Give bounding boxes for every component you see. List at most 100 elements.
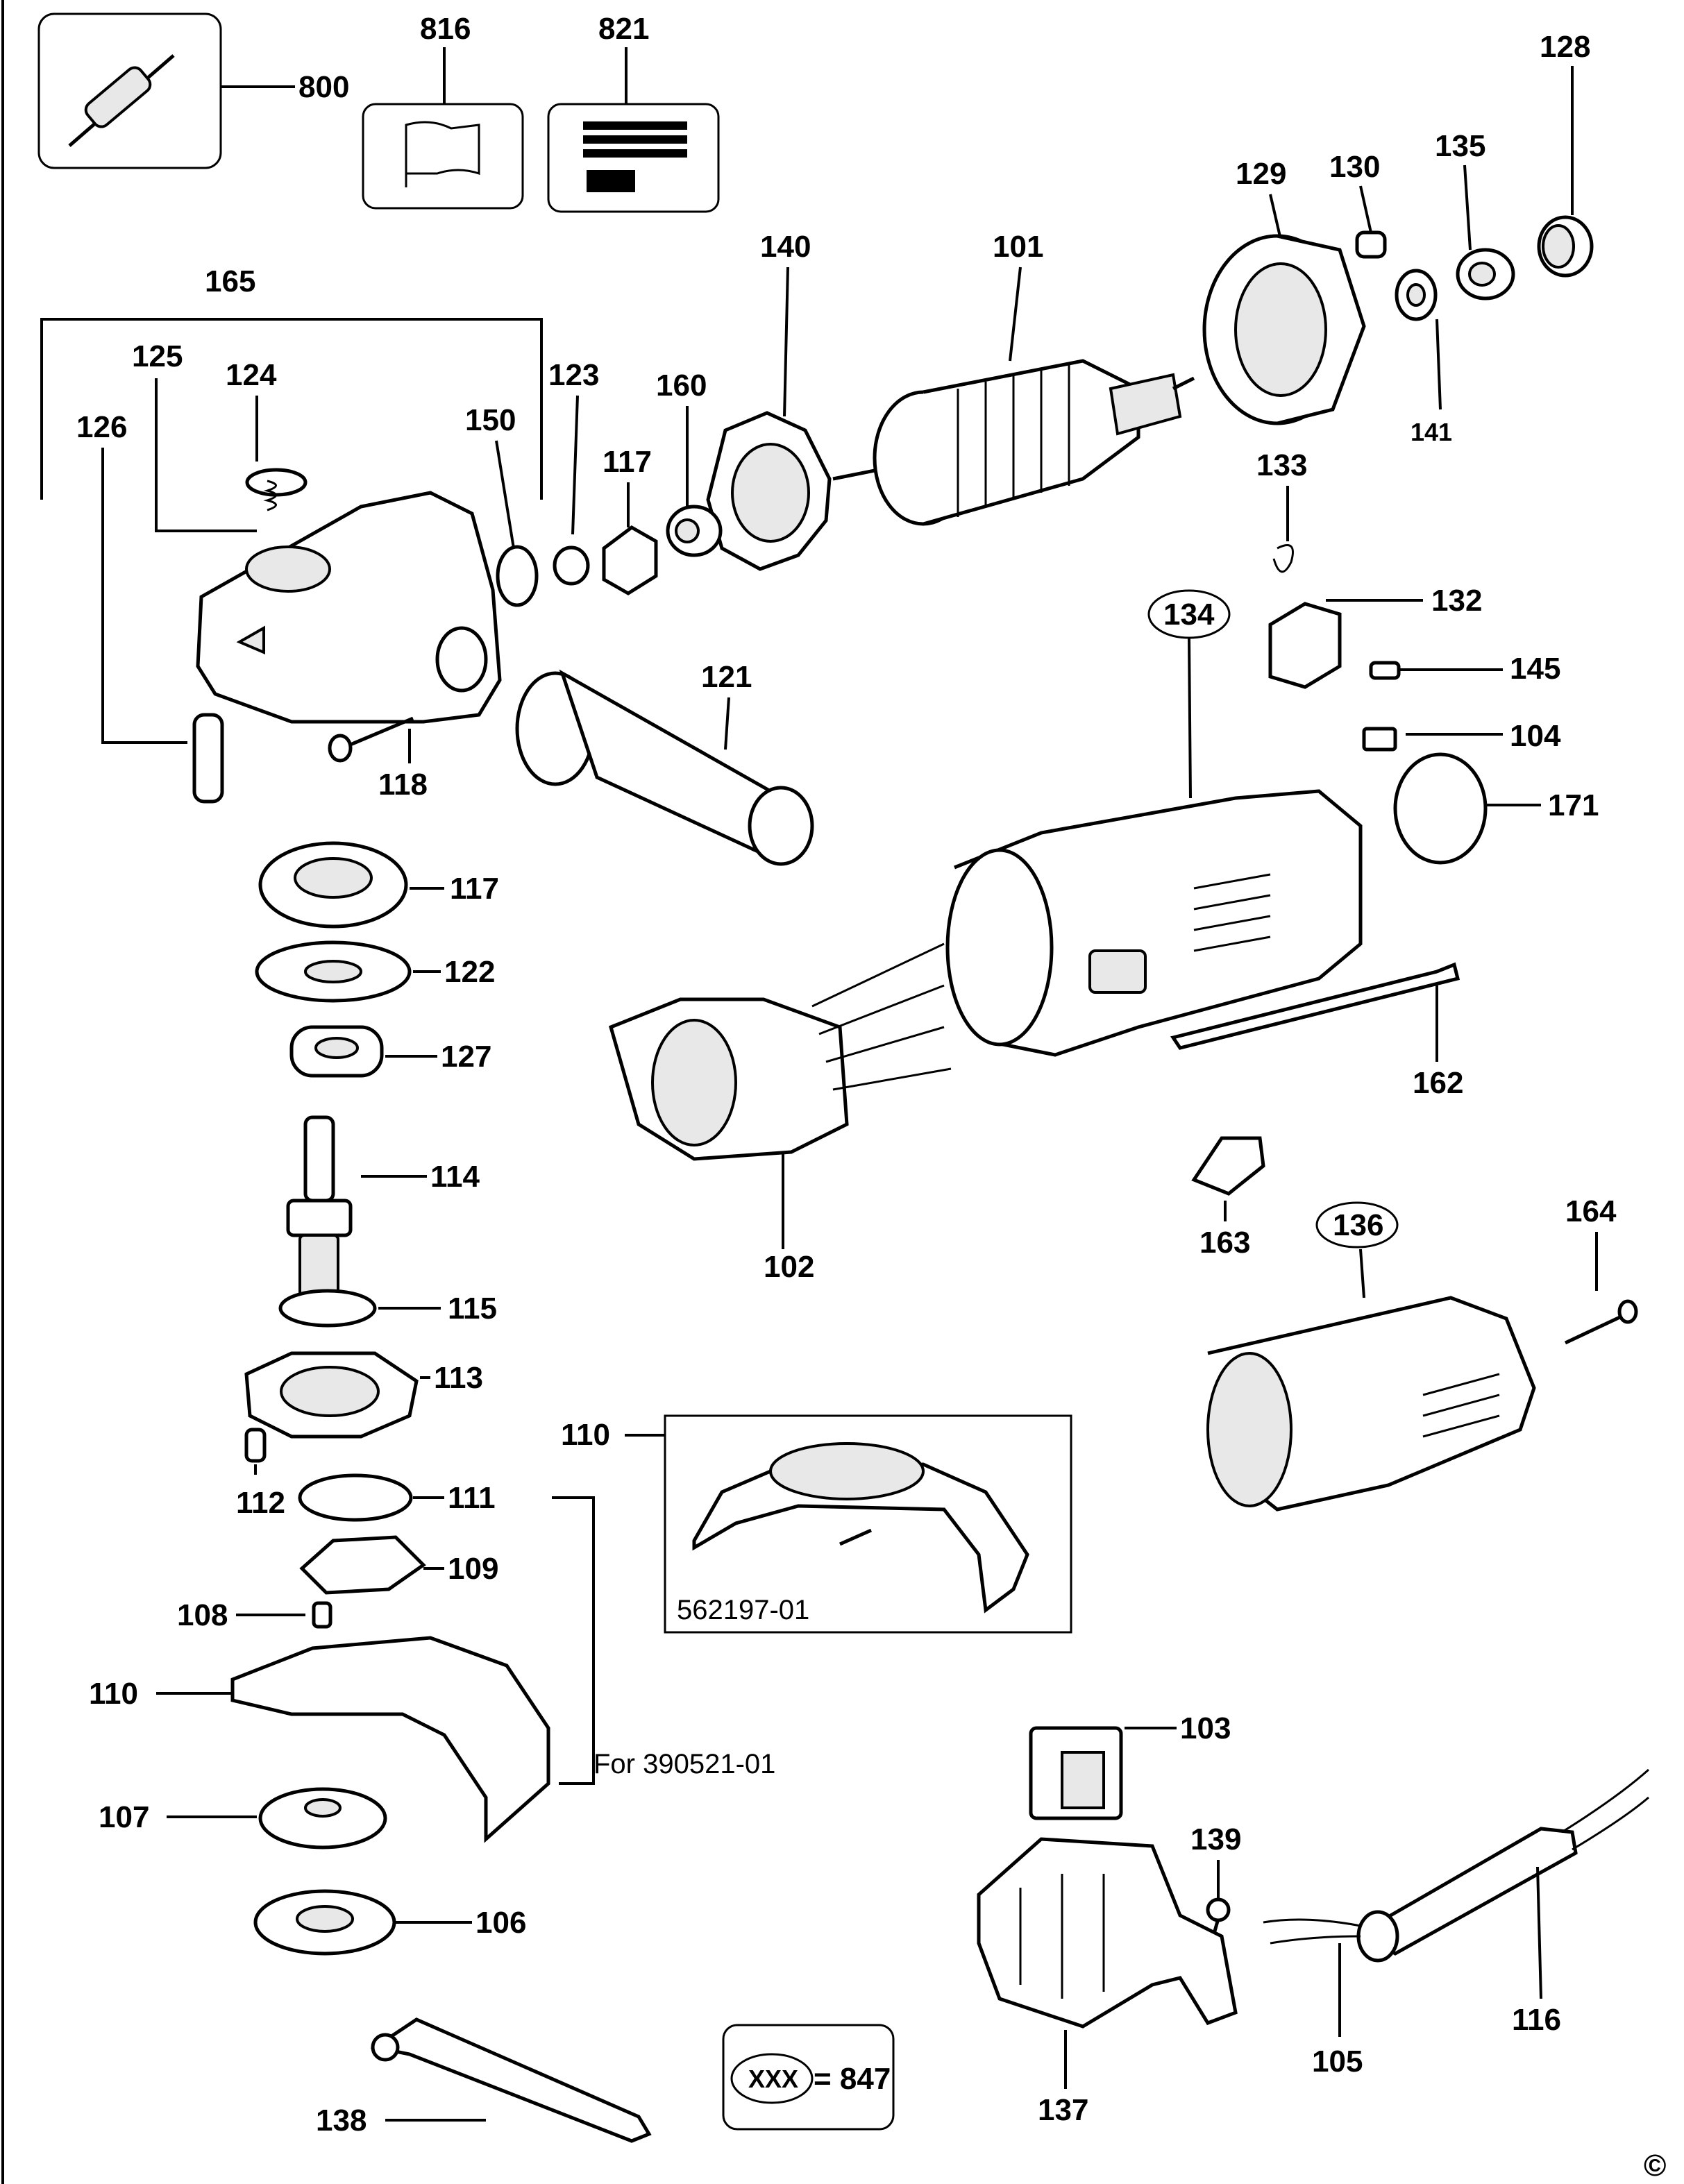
label-116: 116 (1512, 2003, 1561, 2037)
label-122: 122 (444, 955, 495, 989)
part-132-brush-holder (1268, 602, 1342, 689)
label-110a: 110 (561, 1418, 610, 1452)
label-171: 171 (1548, 788, 1599, 822)
part-140-baffle (706, 411, 832, 571)
label-112: 112 (236, 1486, 285, 1520)
note-for-model: For 390521-01 (593, 1749, 775, 1779)
callout-136 (1315, 1201, 1399, 1248)
label-111: 111 (448, 1481, 496, 1515)
label-115: 115 (448, 1292, 497, 1326)
part-127-bearing (289, 1025, 384, 1078)
part-115-spring-washer (278, 1289, 377, 1328)
legend-callout (730, 2053, 814, 2104)
legend-box (722, 2024, 895, 2131)
label-105: 105 (1312, 2045, 1363, 2079)
part-125-spring (263, 480, 277, 511)
label-114: 114 (430, 1160, 480, 1194)
label-117a: 117 (603, 445, 652, 479)
part-124-o-ring (245, 468, 308, 497)
label-130: 130 (1329, 150, 1380, 184)
part-163-switch-button (1191, 1136, 1265, 1196)
part-117-bevel-gear (258, 841, 408, 929)
part-136-rear-cover (1206, 1296, 1536, 1512)
inset-box-110 (664, 1414, 1072, 1634)
note-inset-part: 562197-01 (677, 1595, 809, 1625)
label-128: 128 (1540, 30, 1590, 64)
label-106: 106 (475, 1906, 526, 1940)
part-113-bearing-housing (244, 1351, 419, 1439)
label-139: 139 (1190, 1822, 1241, 1856)
label-135: 135 (1435, 129, 1485, 163)
part-118-screw (328, 716, 414, 763)
part-800-grease-gun (37, 12, 295, 169)
label-129: 129 (1236, 157, 1286, 191)
label-103: 103 (1180, 1711, 1231, 1745)
label-165: 165 (205, 264, 255, 298)
label-134: 134 (1163, 598, 1215, 632)
part-133-spring (1272, 544, 1294, 573)
label-140: 140 (760, 230, 811, 264)
label-150: 150 (465, 403, 516, 437)
part-116-cable (1356, 1768, 1649, 1963)
part-109-clamp (299, 1535, 426, 1595)
label-101: 101 (993, 230, 1043, 264)
part-105-cable-wires (1263, 1918, 1361, 1945)
part-135-bearing (1456, 248, 1515, 300)
bracket-165 (40, 318, 543, 500)
part-171-o-ring (1393, 752, 1488, 865)
part-816-manual (362, 47, 524, 210)
label-821: 821 (598, 12, 649, 46)
part-123-nut (553, 545, 590, 586)
part-150-o-ring (496, 545, 539, 607)
label-136: 136 (1333, 1208, 1383, 1242)
copyright-mark: © (1644, 2149, 1666, 2183)
part-164-screw (1564, 1299, 1638, 1345)
part-110-alt-guard (692, 1442, 1029, 1614)
part-160-bearing (666, 505, 723, 557)
label-138: 138 (316, 2103, 367, 2138)
label-123: 123 (548, 358, 599, 392)
part-122-washer (255, 940, 412, 1003)
label-126: 126 (76, 410, 127, 444)
part-130-bushing (1355, 230, 1387, 259)
label-121: 121 (701, 660, 752, 694)
label-110b: 110 (89, 1677, 138, 1711)
part-107-outer-flange (258, 1787, 387, 1849)
label-125: 125 (132, 339, 183, 373)
label-164: 164 (1565, 1194, 1617, 1228)
part-126-lock-pin (192, 713, 224, 804)
part-104-carbon-brush (1362, 727, 1397, 752)
part-129-end-housing (1202, 234, 1366, 425)
label-145: 145 (1510, 652, 1560, 686)
part-106-inner-flange (253, 1889, 396, 1956)
part-162-switch-rod (1170, 962, 1460, 1050)
part-112-screw (244, 1428, 267, 1463)
label-133: 133 (1256, 448, 1307, 482)
label-108: 108 (177, 1598, 228, 1632)
part-137-switch-housing (977, 1837, 1238, 2029)
part-111-retainer-ring (298, 1473, 413, 1522)
label-113: 113 (434, 1361, 483, 1395)
label-163: 163 (1199, 1226, 1250, 1260)
part-110-guard (230, 1636, 550, 1843)
part-103-switch (1029, 1726, 1123, 1820)
label-137: 137 (1038, 2093, 1088, 2127)
legend-value: = 847 (814, 2062, 891, 2096)
part-102-field-coil (608, 942, 952, 1161)
part-101-armature (832, 359, 1195, 526)
bracket-390521 (552, 1496, 595, 1785)
label-124: 124 (226, 358, 277, 392)
label-160: 160 (656, 369, 707, 403)
label-109: 109 (448, 1552, 498, 1586)
part-141-washer (1395, 269, 1442, 410)
label-132: 132 (1431, 584, 1482, 618)
legend-key: XXX (748, 2065, 798, 2093)
label-102: 102 (764, 1250, 814, 1284)
label-104: 104 (1510, 719, 1561, 753)
label-127: 127 (441, 1040, 491, 1074)
part-145-screw (1369, 661, 1401, 680)
part-117-pinion (602, 525, 658, 595)
label-816: 816 (420, 12, 471, 46)
part-128-ring (1537, 215, 1594, 278)
